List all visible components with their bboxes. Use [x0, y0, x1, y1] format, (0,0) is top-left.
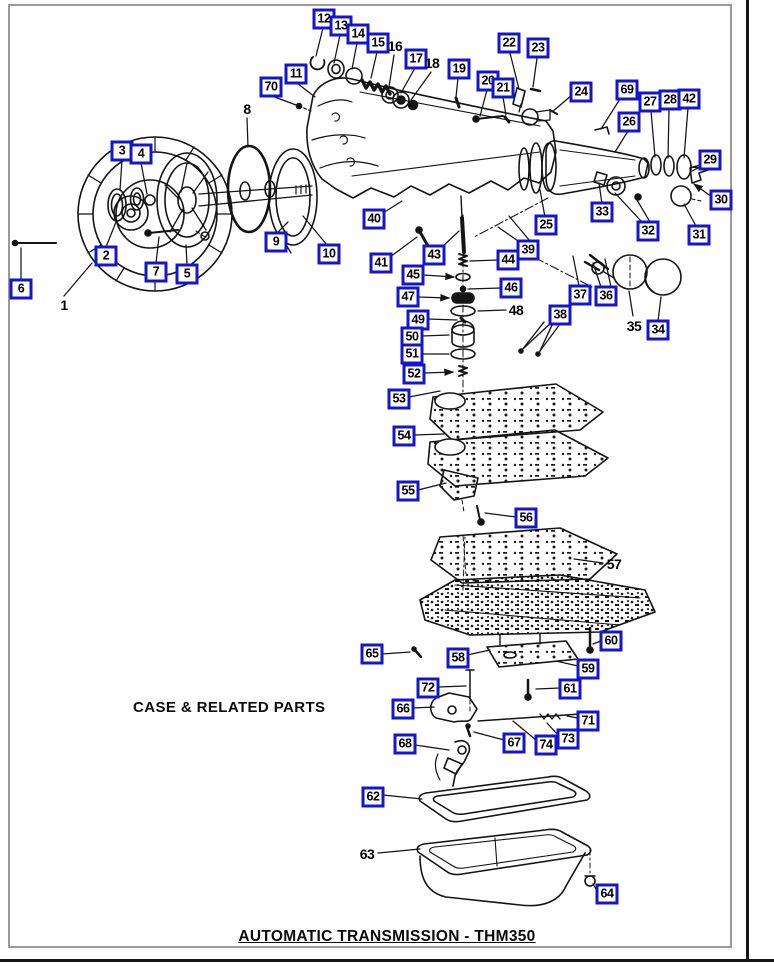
part-label-55: 55 [396, 480, 420, 502]
part-label-44: 44 [496, 249, 520, 271]
part-label-54: 54 [392, 425, 416, 447]
part-label-45: 45 [401, 264, 425, 286]
part-label-72: 72 [416, 677, 440, 699]
part-label-33: 33 [590, 201, 614, 223]
part-label-24: 24 [569, 81, 593, 103]
part-label-7: 7 [144, 261, 168, 283]
part-label-22: 22 [497, 32, 521, 54]
part-label-74: 74 [534, 734, 558, 756]
part-label-36: 36 [594, 285, 618, 307]
part-label-63: 63 [359, 846, 375, 862]
transmission-case-art [297, 78, 557, 198]
page-right-rule [746, 0, 749, 961]
part-label-17: 17 [404, 48, 428, 70]
part-label-32: 32 [636, 220, 660, 242]
part-label-53: 53 [387, 388, 411, 410]
part-label-64: 64 [595, 883, 619, 905]
part-label-61: 61 [558, 678, 582, 700]
part-label-23: 23 [526, 37, 550, 59]
pan-gasket-art [419, 754, 590, 822]
diagram-caption: CASE & RELATED PARTS [133, 699, 326, 716]
part-label-14: 14 [346, 23, 370, 45]
part-label-41: 41 [369, 252, 393, 274]
part-label-29: 29 [698, 149, 722, 171]
part-label-58: 58 [446, 647, 470, 669]
leader-lines-art [21, 28, 712, 891]
manual-linkage-art [431, 670, 584, 786]
part-label-25: 25 [534, 214, 558, 236]
part-label-30: 30 [709, 189, 733, 211]
part-label-18: 18 [424, 55, 440, 71]
part-label-60: 60 [599, 630, 623, 652]
part-label-34: 34 [646, 319, 670, 341]
part-label-10: 10 [317, 243, 341, 265]
part-label-68: 68 [393, 733, 417, 755]
case-hardware-art [456, 88, 609, 134]
part-label-67: 67 [502, 732, 526, 754]
part-label-6: 6 [9, 278, 33, 300]
part-label-59: 59 [576, 658, 600, 680]
part-label-40: 40 [362, 208, 386, 230]
part-label-51: 51 [400, 343, 424, 365]
part-label-65: 65 [360, 643, 384, 665]
part-label-52: 52 [402, 363, 426, 385]
part-label-4: 4 [129, 143, 153, 165]
valve-body-art [420, 535, 655, 645]
part-label-11: 11 [284, 63, 308, 85]
part-label-21: 21 [491, 77, 515, 99]
governor-parts-art [474, 198, 681, 356]
part-label-31: 31 [687, 224, 711, 246]
part-label-35: 35 [626, 318, 642, 334]
part-label-69: 69 [615, 79, 639, 101]
part-label-57: 57 [606, 556, 622, 572]
part-label-1: 1 [60, 297, 68, 313]
part-label-38: 38 [548, 304, 572, 326]
part-label-8: 8 [243, 101, 251, 117]
part-label-56: 56 [514, 507, 538, 529]
part-label-26: 26 [617, 111, 641, 133]
part-label-37: 37 [568, 284, 592, 306]
part-label-5: 5 [175, 263, 199, 285]
part-label-42: 42 [677, 88, 701, 110]
part-label-46: 46 [499, 277, 523, 299]
extension-housing-art [519, 141, 700, 194]
part-label-71: 71 [576, 710, 600, 732]
part-label-62: 62 [361, 786, 385, 808]
part-label-43: 43 [422, 244, 446, 266]
part-label-70: 70 [259, 76, 283, 98]
page-bottom-rule [0, 959, 774, 962]
gasket-plates-art [428, 384, 617, 583]
front-seal-parts-art [108, 188, 178, 236]
part-label-73: 73 [556, 728, 580, 750]
part-label-19: 19 [447, 58, 471, 80]
servo-column-art [416, 196, 475, 392]
servo-parts-row-art [310, 57, 417, 110]
part-label-2: 2 [94, 245, 118, 267]
filter-parts-art [412, 628, 593, 700]
part-label-66: 66 [391, 698, 415, 720]
oil-pan-art [417, 829, 595, 905]
part-label-48: 48 [508, 302, 524, 318]
part-label-9: 9 [264, 231, 288, 253]
part-label-15: 15 [366, 32, 390, 54]
part-label-47: 47 [396, 286, 420, 308]
footer-title: AUTOMATIC TRANSMISSION - THM350 [238, 928, 536, 945]
part-label-39: 39 [516, 239, 540, 261]
diagram-border-frame [8, 4, 732, 948]
part-label-16: 16 [387, 38, 403, 54]
part-label-27: 27 [638, 91, 662, 113]
part-label-28: 28 [658, 89, 682, 111]
